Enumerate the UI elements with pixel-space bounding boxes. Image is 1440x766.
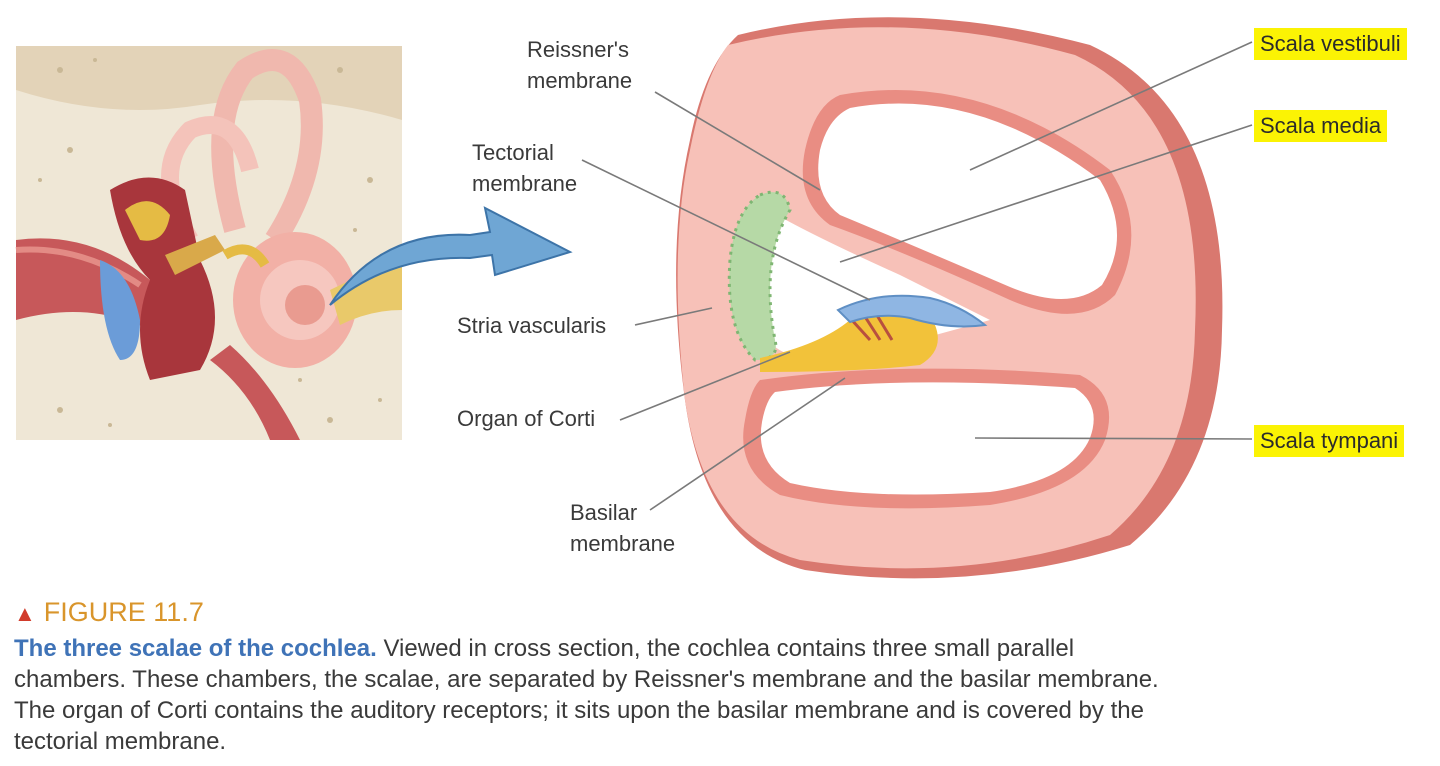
zoom-arrow bbox=[329, 206, 573, 306]
label-organ-of-corti: Organ of Corti bbox=[457, 406, 596, 431]
label-stria-vascularis: Stria vascularis bbox=[457, 313, 607, 338]
label-tectorial-membrane: Tectorial membrane bbox=[472, 140, 578, 196]
triangle-icon: ▲ bbox=[14, 601, 36, 626]
cochlea-cross-section bbox=[676, 17, 1223, 579]
label-reissners-membrane: Reissner's membrane bbox=[527, 37, 633, 93]
label-scala-vestibuli: Scala vestibuli bbox=[1254, 28, 1407, 60]
label-scala-media: Scala media bbox=[1254, 110, 1388, 142]
label-basilar-membrane: Basilar membrane bbox=[570, 500, 676, 556]
ear-anatomy-inset bbox=[15, 46, 402, 440]
caption-body: Viewed in cross section, the cochlea con… bbox=[14, 635, 1159, 755]
figure-number-text: FIGURE 11.7 bbox=[43, 597, 204, 627]
figure-number: ▲ FIGURE 11.7 bbox=[14, 597, 204, 628]
caption-lead: The three scalae of the cochlea. bbox=[14, 635, 377, 662]
label-scala-tympani: Scala tympani bbox=[1254, 425, 1405, 457]
figure-caption: The three scalae of the cochlea. Viewed … bbox=[14, 633, 1174, 757]
leader-lines bbox=[581, 41, 1253, 511]
